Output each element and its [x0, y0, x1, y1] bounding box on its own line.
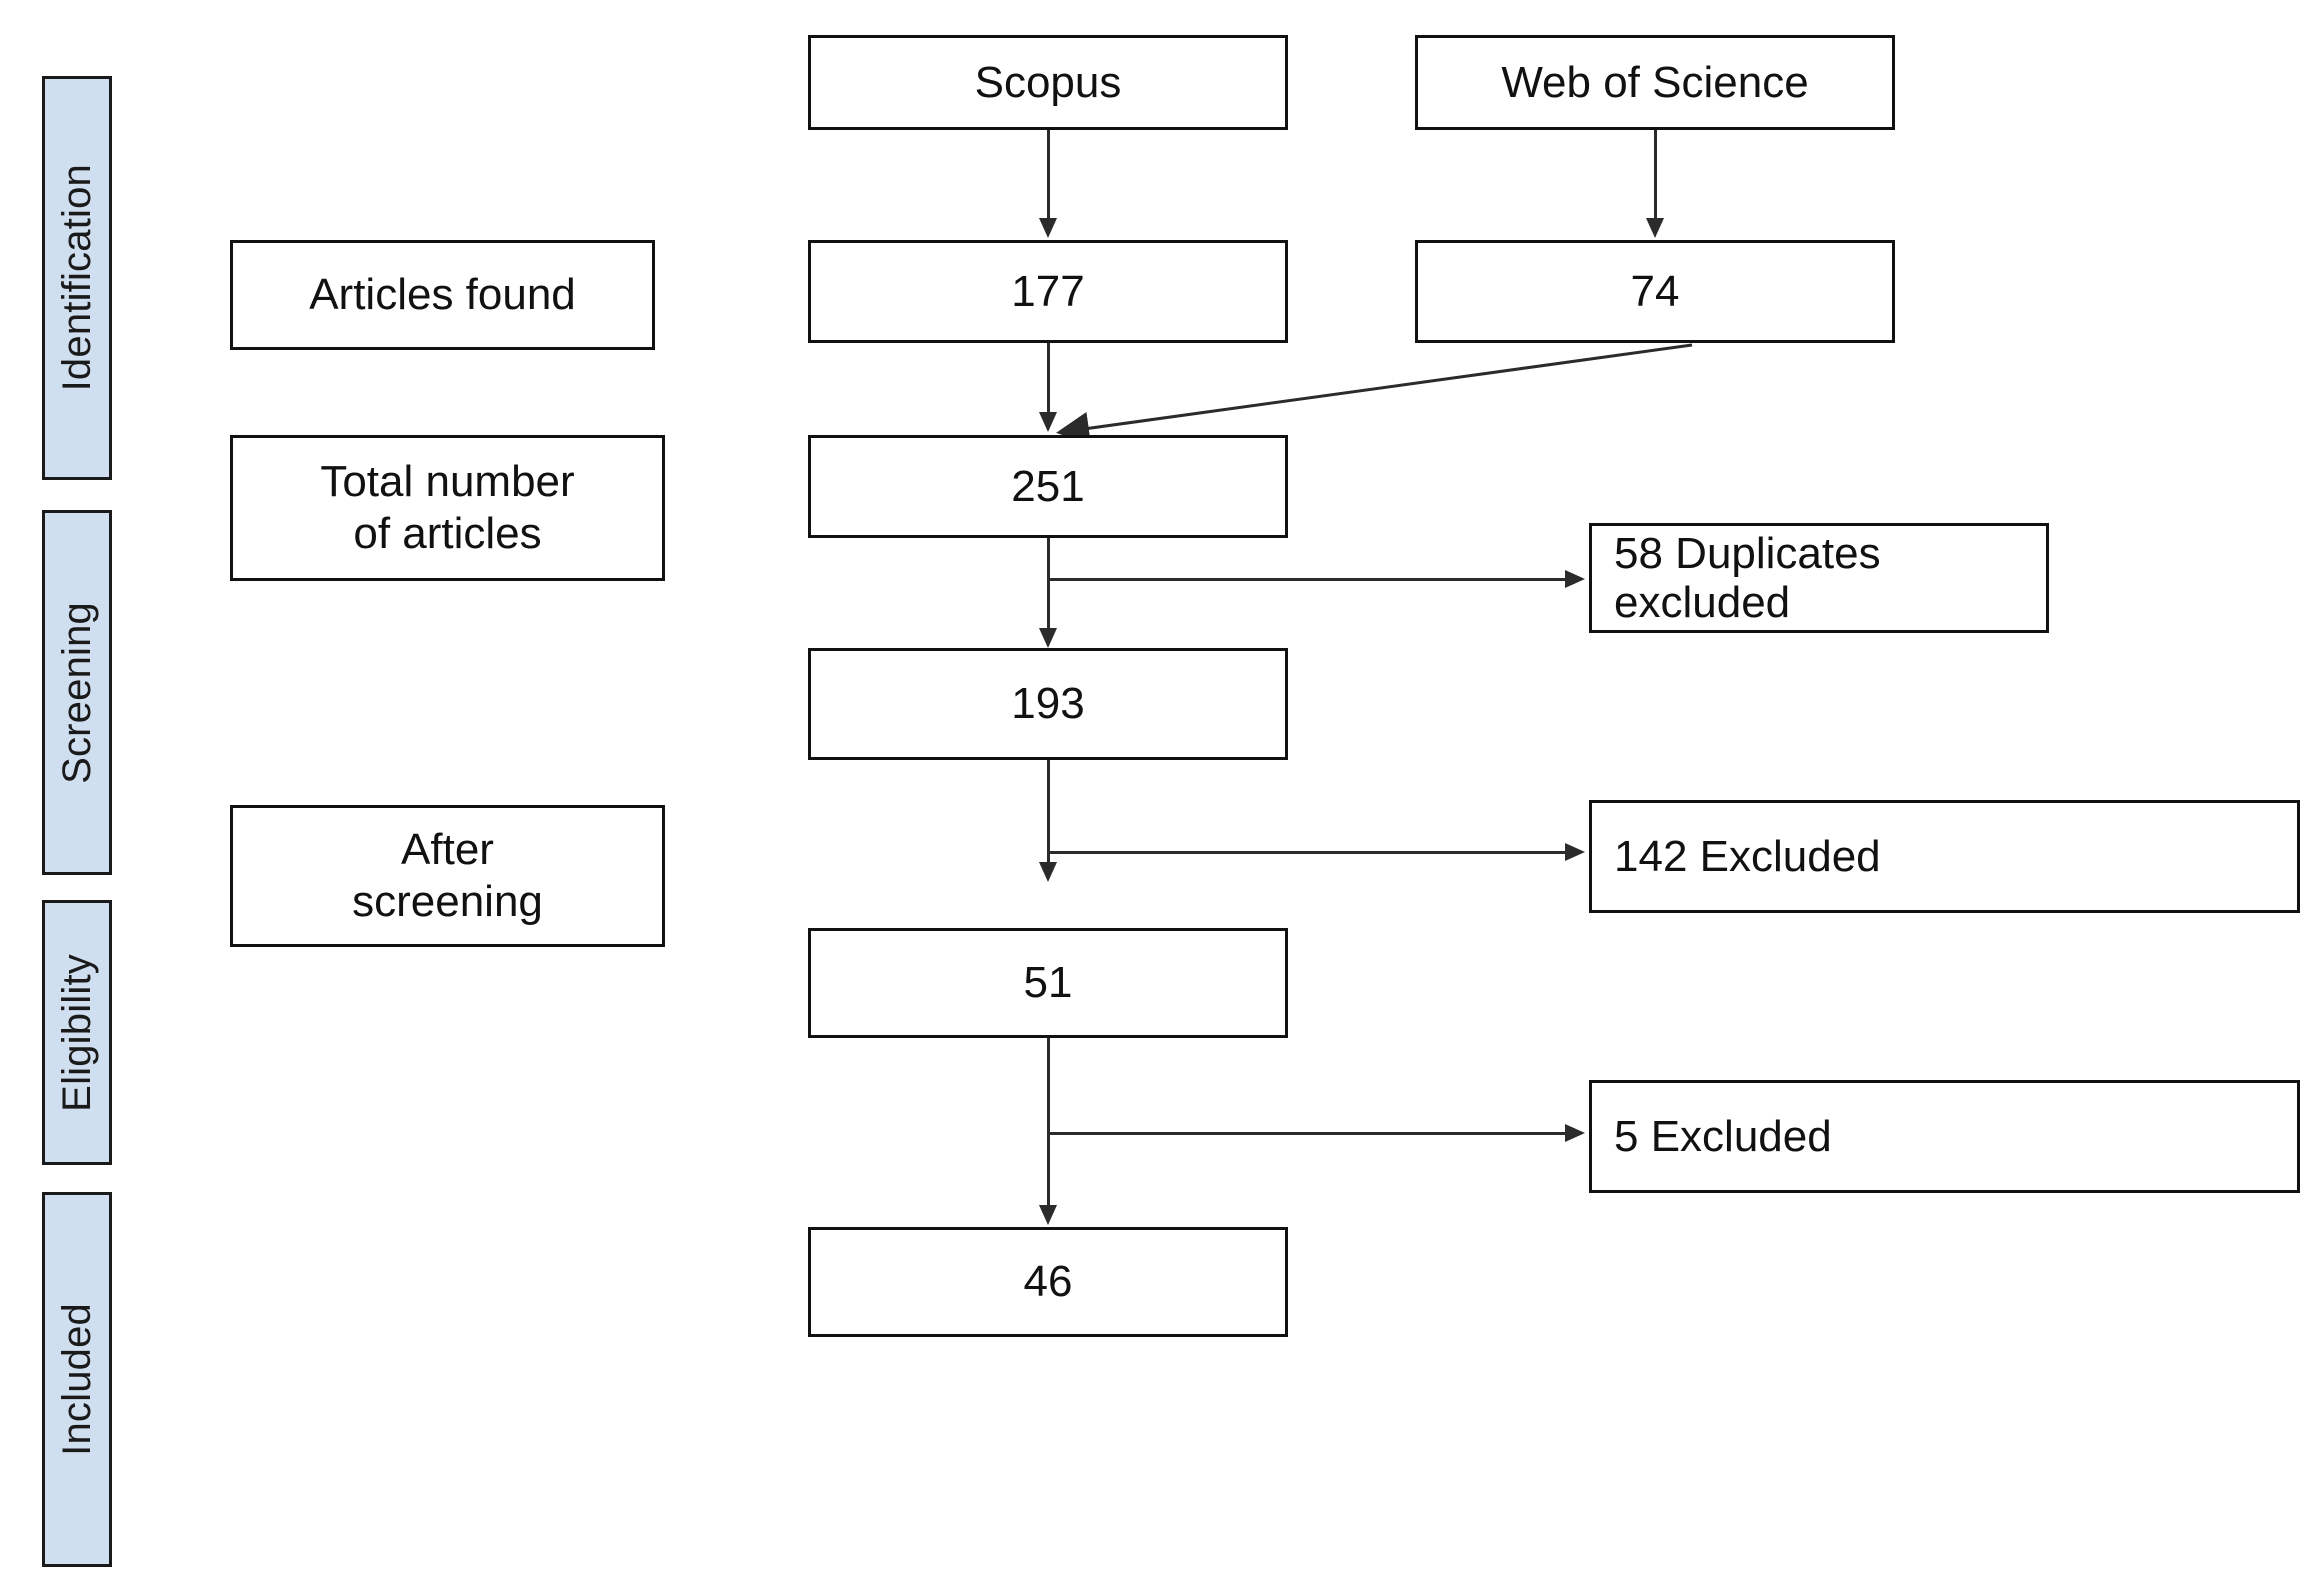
count-value-included: 46 [1023, 1257, 1073, 1307]
count-value-total: 251 [1011, 461, 1085, 511]
count-box-included: 46 [808, 1227, 1288, 1337]
connector-after-duplicates-to-excluded [1047, 851, 1567, 854]
arrowhead-duplicates-excluded [1565, 570, 1585, 588]
exclusion-label-duplicates: 58 Duplicates excluded [1614, 528, 1881, 627]
stage-label-identification: Identification [55, 164, 99, 392]
row-label-articles-found: Articles found [230, 240, 655, 350]
arrowhead-after-duplicates-to-after-screening [1039, 862, 1057, 882]
source-label-scopus: Scopus [974, 57, 1122, 107]
row-label-after-screening: After screening [230, 805, 665, 947]
arrowhead-total-to-after-duplicates [1039, 628, 1057, 648]
exclusion-label-eligibility: 5 Excluded [1614, 1111, 1832, 1161]
connector-total-to-duplicates-excluded [1047, 578, 1567, 581]
connector-scopus-count-to-total [1047, 343, 1050, 415]
count-value-after-duplicates: 193 [1011, 679, 1085, 729]
source-box-scopus: Scopus [808, 35, 1288, 130]
arrowhead-eligibility-excluded [1565, 1124, 1585, 1142]
stage-label-screening: Screening [55, 601, 99, 784]
connector-wos-to-count [1654, 130, 1657, 222]
row-label-total-number-line1: Total number [320, 457, 575, 507]
stage-box-screening: Screening [42, 510, 112, 875]
count-value-web-of-science: 74 [1630, 266, 1680, 316]
count-value-after-screening: 51 [1023, 958, 1073, 1008]
connector-after-screening-to-excluded [1047, 1132, 1567, 1135]
row-label-after-screening-line2: screening [352, 877, 543, 926]
arrowhead-screening-excluded [1565, 843, 1585, 861]
exclusion-label-screening: 142 Excluded [1614, 831, 1881, 881]
source-box-web-of-science: Web of Science [1415, 35, 1895, 130]
row-label-after-screening-line1: After [401, 825, 494, 875]
row-label-total-number: Total number of articles [230, 435, 665, 581]
exclusion-box-screening: 142 Excluded [1589, 800, 2300, 913]
count-value-scopus: 177 [1011, 266, 1085, 316]
stage-box-eligibility: Eligibility [42, 900, 112, 1165]
connector-after-duplicates-to-after-screening [1047, 760, 1050, 870]
count-box-after-duplicates: 193 [808, 648, 1288, 760]
connector-after-screening-to-included [1047, 1038, 1050, 1213]
stage-box-identification: Identification [42, 76, 112, 480]
arrowhead-scopus-to-count [1039, 218, 1057, 238]
exclusion-box-duplicates: 58 Duplicates excluded [1589, 523, 2049, 633]
connector-total-to-after-duplicates [1047, 538, 1050, 638]
stage-label-included: Included [55, 1303, 99, 1456]
count-box-after-screening: 51 [808, 928, 1288, 1038]
count-box-total: 251 [808, 435, 1288, 538]
arrowhead-scopus-count-to-total [1039, 412, 1057, 432]
row-label-articles-found-text: Articles found [309, 270, 576, 320]
stage-label-eligibility: Eligibility [55, 953, 99, 1112]
count-box-scopus: 177 [808, 240, 1288, 343]
count-box-web-of-science: 74 [1415, 240, 1895, 343]
connector-scopus-to-count [1047, 130, 1050, 222]
stage-box-included: Included [42, 1192, 112, 1567]
arrowhead-after-screening-to-included [1039, 1205, 1057, 1225]
exclusion-box-eligibility: 5 Excluded [1589, 1080, 2300, 1193]
row-label-total-number-line2: of articles [353, 509, 542, 558]
source-label-web-of-science: Web of Science [1501, 57, 1809, 107]
arrowhead-wos-to-count [1646, 218, 1664, 238]
